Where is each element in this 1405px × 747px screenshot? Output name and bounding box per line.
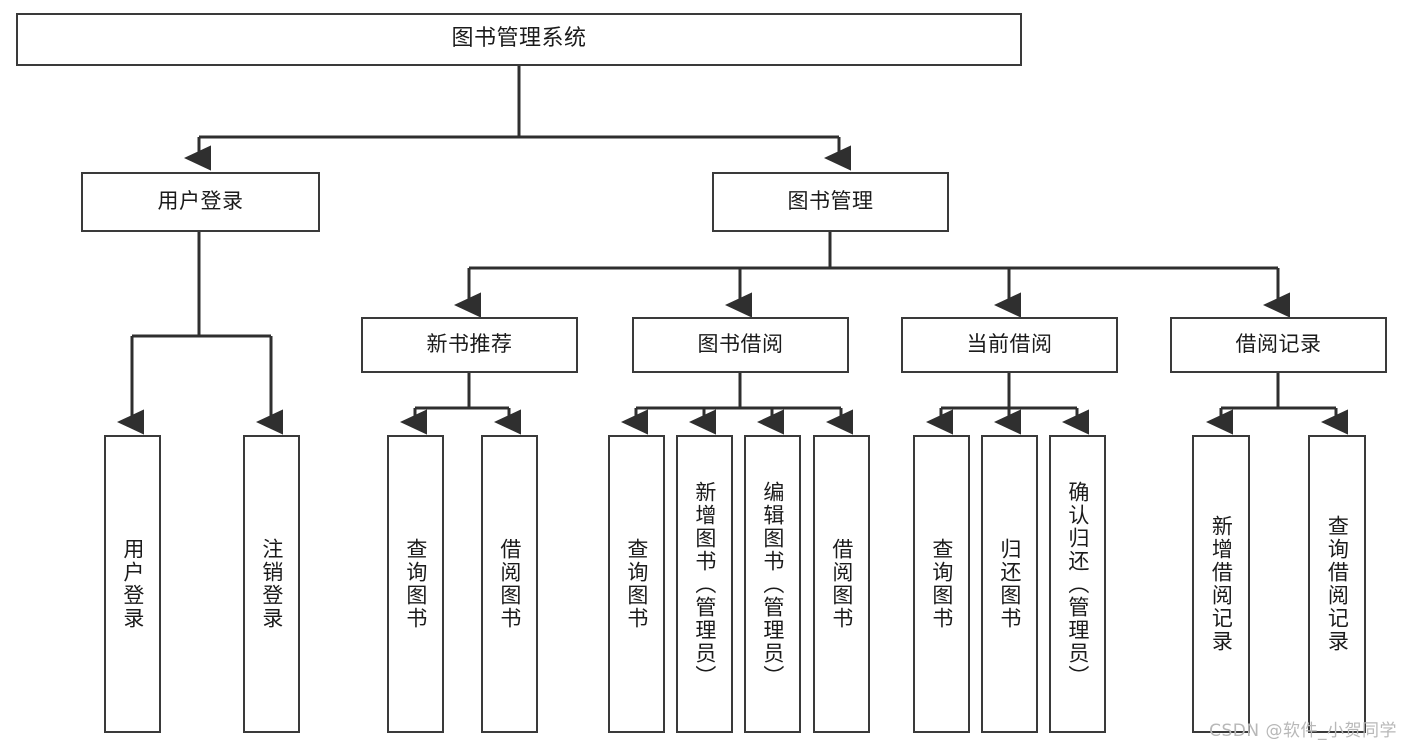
- node-book-borrow[interactable]: 图书借阅: [632, 317, 849, 373]
- node-label: 图书管理: [787, 189, 874, 214]
- node-root-system[interactable]: 图书管理系统: [16, 13, 1022, 66]
- node-leaf-query-book-2[interactable]: 查询图书: [608, 435, 665, 733]
- node-label: 查询借阅记录: [1325, 515, 1350, 653]
- node-label: 图书借阅: [697, 332, 784, 357]
- node-label: 归还图书: [997, 538, 1022, 630]
- node-leaf-return-book[interactable]: 归还图书: [981, 435, 1038, 733]
- node-leaf-query-book-1[interactable]: 查询图书: [387, 435, 444, 733]
- node-leaf-edit-book[interactable]: 编辑图书（管理员）: [744, 435, 801, 733]
- node-label: 图书管理系统: [451, 26, 587, 52]
- node-label: 新书推荐: [426, 332, 513, 357]
- node-label: 借阅图书: [829, 538, 854, 630]
- node-leaf-borrow-book-1[interactable]: 借阅图书: [481, 435, 538, 733]
- node-current-borrow[interactable]: 当前借阅: [901, 317, 1118, 373]
- node-label: 查询图书: [624, 538, 649, 630]
- node-leaf-query-record[interactable]: 查询借阅记录: [1308, 435, 1366, 733]
- node-label: 用户登录: [157, 189, 244, 214]
- node-leaf-borrow-book-2[interactable]: 借阅图书: [813, 435, 870, 733]
- node-label: 新增图书（管理员）: [692, 480, 717, 688]
- node-borrow-record[interactable]: 借阅记录: [1170, 317, 1387, 373]
- node-user-login[interactable]: 用户登录: [81, 172, 320, 232]
- node-leaf-add-book[interactable]: 新增图书（管理员）: [676, 435, 733, 733]
- node-label: 确认归还（管理员）: [1065, 480, 1090, 688]
- node-label: 查询图书: [403, 538, 428, 630]
- csdn-watermark: CSDN @软件_小贺同学: [1209, 721, 1397, 741]
- node-label: 借阅记录: [1235, 332, 1322, 357]
- node-new-book-recommend[interactable]: 新书推荐: [361, 317, 578, 373]
- node-leaf-query-book-3[interactable]: 查询图书: [913, 435, 970, 733]
- node-book-manage[interactable]: 图书管理: [712, 172, 949, 232]
- node-leaf-confirm-return[interactable]: 确认归还（管理员）: [1049, 435, 1106, 733]
- node-leaf-add-record[interactable]: 新增借阅记录: [1192, 435, 1250, 733]
- node-leaf-user-logout[interactable]: 注销登录: [243, 435, 300, 733]
- node-label: 当前借阅: [966, 332, 1053, 357]
- node-label: 编辑图书（管理员）: [760, 480, 785, 688]
- node-label: 查询图书: [929, 538, 954, 630]
- node-leaf-user-login[interactable]: 用户登录: [104, 435, 161, 733]
- node-label: 借阅图书: [497, 538, 522, 630]
- node-label: 新增借阅记录: [1209, 515, 1234, 653]
- node-label: 注销登录: [259, 538, 284, 630]
- node-label: 用户登录: [120, 538, 145, 630]
